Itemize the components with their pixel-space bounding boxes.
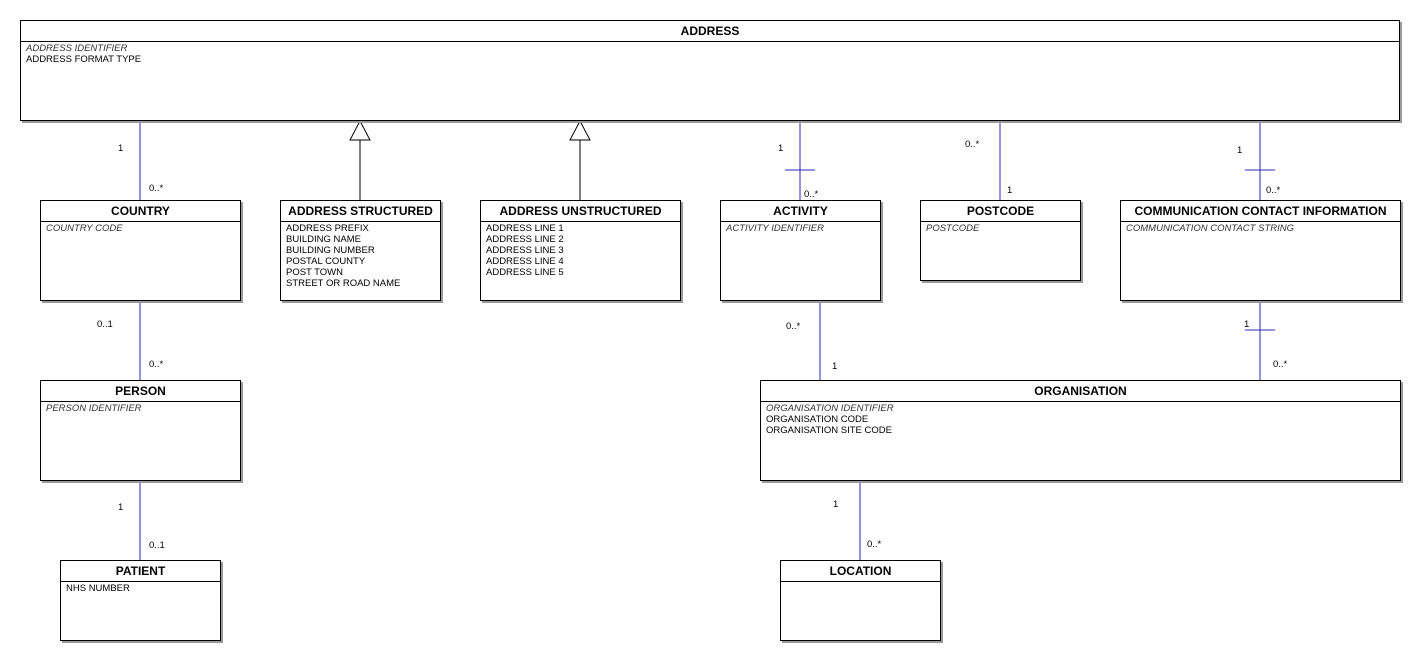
entity-attributes: POSTCODE <box>921 222 1080 235</box>
multiplicity-label: 0..1 <box>149 540 165 551</box>
multiplicity-label: 1 <box>832 361 838 372</box>
multiplicity-label: 1 <box>1244 319 1250 330</box>
entity-attribute: STREET OR ROAD NAME <box>286 278 401 289</box>
entity-attributes: PERSON IDENTIFIER <box>41 402 240 415</box>
entity-key-attribute: ORGANISATION IDENTIFIER <box>766 403 894 414</box>
entity-attribute: BUILDING NAME <box>286 234 361 245</box>
entity-key-attribute: COUNTRY CODE <box>46 223 123 234</box>
entity-title: ADDRESS STRUCTURED <box>281 201 440 222</box>
entity-key-attribute: POSTCODE <box>926 223 980 234</box>
entity-key-attribute: PERSON IDENTIFIER <box>46 403 142 414</box>
entity-attribute: ADDRESS LINE 5 <box>486 267 564 278</box>
multiplicity-label: 0..1 <box>97 319 113 330</box>
entity-title: ADDRESS <box>21 21 1399 42</box>
entity-title: COUNTRY <box>41 201 240 222</box>
multiplicity-label: 0..* <box>1266 185 1281 196</box>
entity-attribute: ORGANISATION CODE <box>766 414 869 425</box>
entity-title: ACTIVITY <box>721 201 880 222</box>
entity-attributes: ACTIVITY IDENTIFIER <box>721 222 880 235</box>
multiplicity-label: 1 <box>833 499 839 510</box>
entity-attributes <box>781 582 940 584</box>
entity-title: PATIENT <box>61 561 220 582</box>
entity-attribute: ADDRESS FORMAT TYPE <box>26 54 142 65</box>
multiplicity-label: 0..* <box>1273 359 1288 370</box>
entity-key-attribute: COMMUNICATION CONTACT STRING <box>1126 223 1294 234</box>
multiplicity-label: 0..* <box>786 321 801 332</box>
entity-attribute: ORGANISATION SITE CODE <box>766 425 892 436</box>
entity-attribute: BUILDING NUMBER <box>286 245 375 256</box>
entity-location[interactable]: LOCATION <box>780 560 941 641</box>
entity-country[interactable]: COUNTRY COUNTRY CODE <box>40 200 241 301</box>
entity-postcode[interactable]: POSTCODE POSTCODE <box>920 200 1081 281</box>
entity-title: COMMUNICATION CONTACT INFORMATION <box>1121 201 1400 222</box>
entity-key-attribute: ACTIVITY IDENTIFIER <box>726 223 825 234</box>
multiplicity-label: 0..* <box>965 139 980 150</box>
multiplicity-label: 0..* <box>867 539 882 550</box>
entity-attribute: POST TOWN <box>286 267 344 278</box>
multiplicity-label: 1 <box>1237 145 1243 156</box>
entity-attributes: NHS NUMBER <box>61 582 220 595</box>
generalization-arrowhead-unstructured <box>569 119 591 141</box>
entity-title: PERSON <box>41 381 240 402</box>
entity-title: POSTCODE <box>921 201 1080 222</box>
multiplicity-label: 0..* <box>804 189 819 200</box>
entity-attribute: ADDRESS LINE 4 <box>486 256 564 267</box>
multiplicity-label: 1 <box>778 143 784 154</box>
multiplicity-label: 1 <box>118 143 124 154</box>
entity-title: ORGANISATION <box>761 381 1400 402</box>
entity-attributes: COMMUNICATION CONTACT STRING <box>1121 222 1400 235</box>
entity-attributes: COUNTRY CODE <box>41 222 240 235</box>
entity-attribute: ADDRESS LINE 1 <box>486 223 564 234</box>
entity-title: LOCATION <box>781 561 940 582</box>
generalization-arrowhead-structured <box>349 119 371 141</box>
entity-title: ADDRESS UNSTRUCTURED <box>481 201 680 222</box>
entity-attribute: POSTAL COUNTY <box>286 256 366 267</box>
entity-communication-contact-information[interactable]: COMMUNICATION CONTACT INFORMATION COMMUN… <box>1120 200 1401 301</box>
multiplicity-label: 0..* <box>149 359 164 370</box>
entity-attribute: NHS NUMBER <box>66 583 130 594</box>
multiplicity-label: 1 <box>118 502 124 513</box>
entity-person[interactable]: PERSON PERSON IDENTIFIER <box>40 380 241 481</box>
entity-activity[interactable]: ACTIVITY ACTIVITY IDENTIFIER <box>720 200 881 301</box>
entity-attribute: ADDRESS LINE 2 <box>486 234 564 245</box>
entity-key-attribute: ADDRESS IDENTIFIER <box>26 43 128 54</box>
multiplicity-label: 1 <box>1007 185 1013 196</box>
entity-attribute: ADDRESS LINE 3 <box>486 245 564 256</box>
entity-patient[interactable]: PATIENT NHS NUMBER <box>60 560 221 641</box>
entity-attribute: ADDRESS PREFIX <box>286 223 369 234</box>
multiplicity-label: 0..* <box>149 183 164 194</box>
